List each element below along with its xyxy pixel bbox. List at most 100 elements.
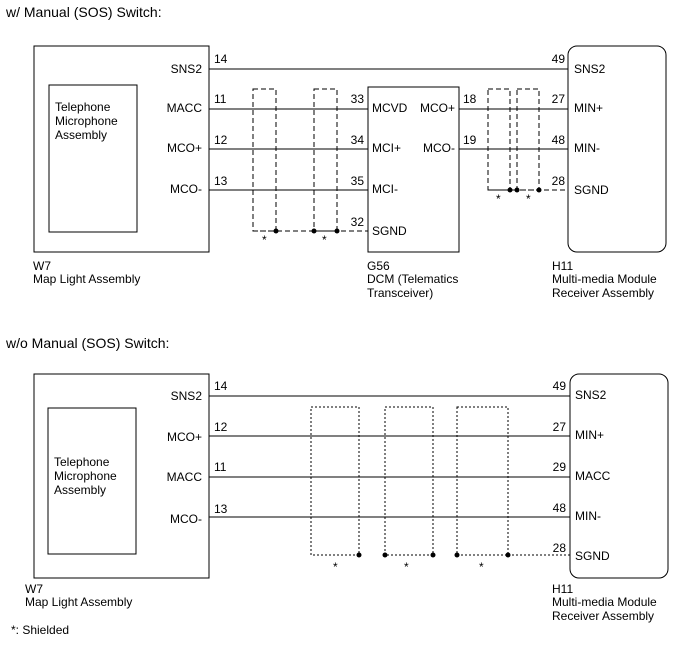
top-dot-3 <box>334 228 340 234</box>
top-h11-name-1: Multi-media Module <box>552 272 657 286</box>
top-dot-4 <box>507 187 513 193</box>
top-g56-pin-34: 34 <box>351 133 365 147</box>
top-shield-3 <box>487 88 511 191</box>
bottom-h11-term-min-minus: MIN- <box>575 509 601 523</box>
bottom-title: w/o Manual (SOS) Switch: <box>5 335 169 351</box>
top-h11-term-min-plus: MIN+ <box>574 101 603 115</box>
top-w7-term-sns2: SNS2 <box>171 62 203 76</box>
top-shield-4 <box>516 88 540 191</box>
bottom-shield-mark-3: * <box>479 560 484 574</box>
bottom-dot-1 <box>356 552 362 558</box>
top-wires <box>209 68 568 191</box>
bottom-h11-term-sgnd: SGND <box>575 549 610 563</box>
bottom-w7-pin-12: 12 <box>214 420 228 434</box>
bottom-h11-pin-27: 27 <box>553 420 567 434</box>
bottom-w7-term-mco-minus: MCO- <box>170 512 202 526</box>
bottom-h11-name-2: Receiver Assembly <box>552 609 654 623</box>
bottom-mic-label-2: Microphone <box>54 469 117 483</box>
bottom-h11-term-sns2: SNS2 <box>575 388 607 402</box>
top-dot-2 <box>311 228 317 234</box>
bottom-shield-3 <box>456 406 509 556</box>
top-shield-mark-2: * <box>322 233 327 247</box>
bottom-shield-mark-2: * <box>404 560 409 574</box>
bottom-h11-box <box>569 373 669 579</box>
top-g56-term-mcvd: MCVD <box>372 101 408 115</box>
bottom-w7-term-macc: MACC <box>167 470 203 484</box>
bottom-shield-1 <box>310 406 360 556</box>
top-h11-pin-49: 49 <box>552 52 566 66</box>
top-h11-term-min-minus: MIN- <box>574 141 600 155</box>
bottom-h11-term-macc: MACC <box>575 469 611 483</box>
top-w7-term-mco-plus: MCO+ <box>167 141 202 155</box>
bottom-dot-2 <box>382 552 388 558</box>
top-g56-term-mci-minus: MCI- <box>372 182 398 196</box>
top-h11-code: H11 <box>552 259 573 273</box>
top-h11-pin-28: 28 <box>552 174 566 188</box>
top-dot-6 <box>536 187 542 193</box>
top-w7-pin-14: 14 <box>214 52 228 66</box>
top-g56-term-sgnd: SGND <box>372 224 407 238</box>
top-telephone-mic-box <box>48 84 138 233</box>
top-g56-name-2: Transceiver) <box>367 286 433 300</box>
top-h11-term-sns2: SNS2 <box>574 62 606 76</box>
top-dot-5 <box>514 187 520 193</box>
top-title: w/ Manual (SOS) Switch: <box>5 4 162 20</box>
bottom-shield-2 <box>384 406 434 556</box>
top-junction-dots <box>273 187 542 234</box>
top-dot-1 <box>273 228 279 234</box>
top-w7-name: Map Light Assembly <box>33 272 140 286</box>
top-mic-label-3: Assembly <box>55 128 107 142</box>
bottom-w7-code: W7 <box>25 582 43 596</box>
bottom-dot-5 <box>505 552 511 558</box>
bottom-w7-pin-13: 13 <box>214 502 228 516</box>
top-g56-code: G56 <box>367 259 390 273</box>
top-g56-pin-35: 35 <box>351 174 365 188</box>
top-h11-name-2: Receiver Assembly <box>552 286 654 300</box>
bottom-mic-label-3: Assembly <box>54 483 106 497</box>
top-w7-pin-11: 11 <box>214 92 227 106</box>
bottom-w7-pin-14: 14 <box>214 379 228 393</box>
top-shield-2 <box>313 88 338 232</box>
top-g56-term-mci-plus: MCI+ <box>372 141 401 155</box>
top-w7-code: W7 <box>33 259 51 273</box>
top-g56-pin-32: 32 <box>351 215 365 229</box>
bottom-dot-4 <box>454 552 460 558</box>
bottom-shields <box>310 406 570 556</box>
top-w7-term-macc: MACC <box>167 101 203 115</box>
top-shield-mark-1: * <box>262 233 267 247</box>
top-g56-name-1: DCM (Telematics <box>367 272 458 286</box>
bottom-telephone-mic-box <box>47 407 137 555</box>
top-h11-pin-27: 27 <box>552 92 566 106</box>
bottom-h11-pin-48: 48 <box>553 501 567 515</box>
bottom-w7-box <box>33 373 210 579</box>
bottom-h11-term-min-plus: MIN+ <box>575 428 604 442</box>
top-w7-term-mco-minus: MCO- <box>170 182 202 196</box>
top-w7-pin-13: 13 <box>214 174 228 188</box>
bottom-w7-name: Map Light Assembly <box>25 595 132 609</box>
top-g56-term-mco-plus: MCO+ <box>420 101 455 115</box>
bottom-h11-pin-29: 29 <box>553 460 567 474</box>
bottom-shield-mark-1: * <box>333 560 338 574</box>
bottom-h11-code: H11 <box>552 582 573 596</box>
top-g56-box <box>367 86 460 253</box>
top-shield-mark-4: * <box>526 192 531 206</box>
top-mic-label-1: Telephone <box>55 100 111 114</box>
top-h11-term-sgnd: SGND <box>574 183 609 197</box>
footnote-shielded: *: Shielded <box>11 623 69 637</box>
bottom-dot-3 <box>430 552 436 558</box>
bottom-h11-pin-49: 49 <box>553 379 567 393</box>
top-shield-1 <box>252 88 277 232</box>
bottom-w7-term-sns2: SNS2 <box>171 389 203 403</box>
bottom-h11-name-1: Multi-media Module <box>552 595 657 609</box>
top-g56-pin-33: 33 <box>351 92 365 106</box>
top-mic-label-2: Microphone <box>55 114 118 128</box>
top-shield-mark-3: * <box>496 192 501 206</box>
top-w7-pin-12: 12 <box>214 133 228 147</box>
bottom-junction-dots <box>356 552 511 558</box>
top-shields <box>252 88 568 232</box>
top-g56-pin-18: 18 <box>463 92 477 106</box>
bottom-w7-term-mco-plus: MCO+ <box>167 430 202 444</box>
bottom-mic-label-1: Telephone <box>54 455 110 469</box>
top-h11-pin-48: 48 <box>552 133 566 147</box>
